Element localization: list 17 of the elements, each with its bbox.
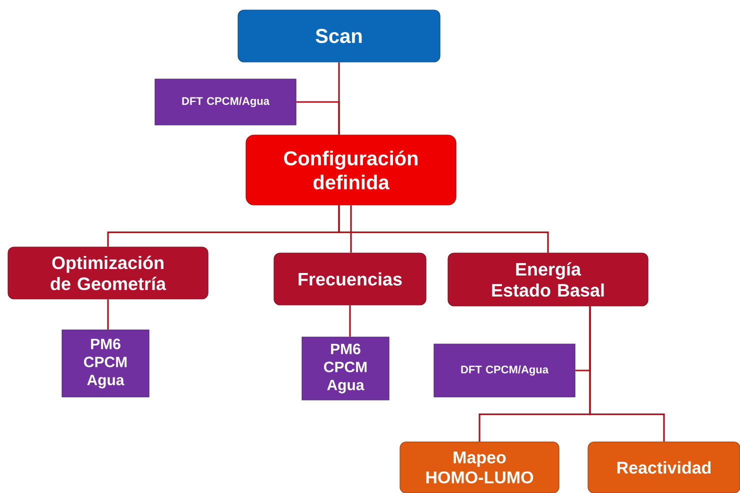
process-box: Configuración definida: [246, 134, 456, 206]
connector: [350, 205, 352, 253]
method-box: PM6 CPCM Agua: [302, 336, 390, 400]
result-box: Reactividad: [588, 442, 740, 493]
connector: [296, 101, 340, 135]
method-box: PM6 CPCM Agua: [62, 330, 150, 398]
process-box: Scan: [238, 10, 440, 62]
connector: [589, 306, 665, 442]
connector: [338, 205, 549, 253]
result-box: Mapeo HOMO-LUMO: [400, 442, 560, 493]
method-box: DFT CPCM/Agua: [154, 78, 296, 126]
connector: [107, 299, 109, 330]
method-box: DFT CPCM/Agua: [434, 344, 576, 398]
process-box: Optimización de Geometría: [8, 246, 208, 300]
process-box: Energía Estado Basal: [448, 252, 648, 306]
connector: [349, 305, 351, 337]
process-box: Frecuencias: [274, 252, 426, 306]
